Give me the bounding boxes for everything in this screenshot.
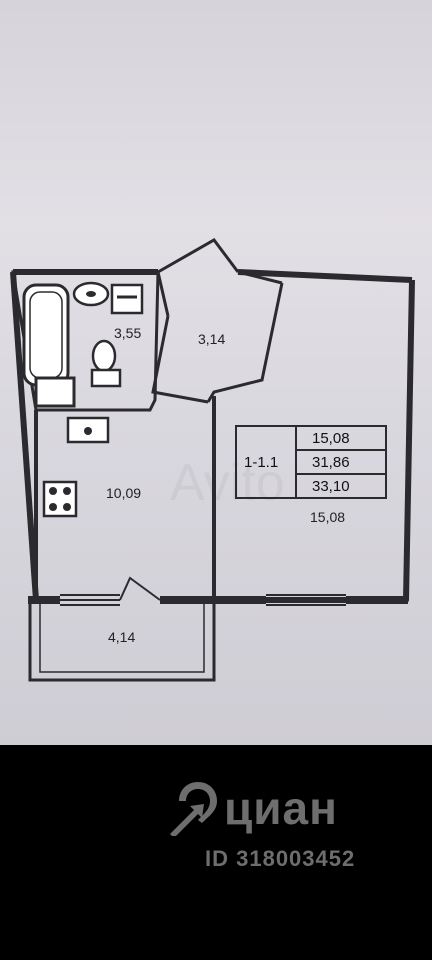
listing-id: ID 318003452 (205, 846, 356, 871)
partition-wall (34, 396, 216, 600)
balcony-area: 4,14 (108, 629, 135, 645)
area-value-2: 31,86 (312, 454, 350, 471)
brand-name: циан (224, 782, 338, 834)
location-pin-arrow-icon (170, 782, 217, 836)
kitchen-area: 10,09 (106, 485, 141, 501)
watermark: циан ID 318003452 (0, 770, 432, 880)
hallway-area: 3,14 (198, 331, 225, 347)
living-room-area: 15,08 (310, 509, 345, 525)
washing-machine-icon (110, 283, 144, 315)
bathroom-area: 3,55 (114, 325, 141, 341)
balcony-door (60, 576, 161, 606)
area-table (235, 425, 387, 499)
stove-icon (42, 480, 78, 518)
bathroom (11, 270, 160, 412)
area-value-1: 15,08 (312, 430, 350, 447)
unit-code: 1-1.1 (244, 454, 278, 471)
floor-plan-photo: Avito (0, 0, 432, 745)
living-room-window (266, 594, 346, 606)
toilet-icon (91, 339, 117, 373)
floor-plan: Avito (10, 238, 415, 682)
entrance-door (156, 238, 283, 317)
balcony (28, 604, 216, 682)
brand-logo: циан (168, 780, 338, 836)
kitchen-appliances (42, 416, 110, 518)
area-value-3: 33,10 (312, 478, 350, 495)
hallway-walls (151, 282, 284, 404)
faint-watermark: Avito (170, 454, 285, 512)
